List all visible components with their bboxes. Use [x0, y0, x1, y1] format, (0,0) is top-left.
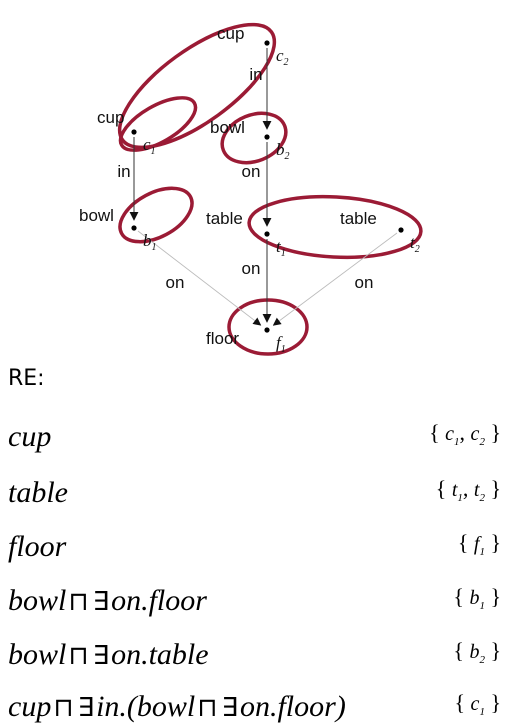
re-expression-token: ∃ [221, 693, 238, 722]
edge-t2-f1 [272, 232, 398, 326]
node-label-c2: cup [217, 24, 244, 43]
node-id-b2: b2 [276, 140, 290, 162]
re-expression: table [8, 478, 68, 508]
re-row: bowl⊓∃on.floor { b1 } [0, 566, 513, 616]
node-dot-c2 [264, 40, 270, 46]
re-expression-token: on.floor) [239, 690, 346, 723]
ellipse-c1 [118, 96, 198, 152]
re-extension-set: { t1, t2 } [435, 476, 501, 504]
re-expression-token: in.(bowl [96, 690, 196, 723]
re-expression-token: ⊓ [68, 587, 89, 616]
node-label-c1: cup [97, 108, 124, 127]
edge-label-t1-f1: on [242, 259, 261, 278]
re-row: cup⊓∃in.(bowl⊓∃on.floor){ c1 } [0, 672, 513, 722]
node-dot-b1 [131, 225, 137, 231]
node-b1: bowl b1 [79, 206, 157, 253]
node-b2: bowl b2 [210, 118, 290, 162]
re-expression-token: on.floor [111, 584, 207, 617]
node-dot-c1 [131, 129, 137, 135]
re-expression-token: ⊓ [68, 641, 89, 670]
re-expression-token: ∃ [92, 641, 110, 670]
re-set-element: t1 [451, 479, 463, 504]
graph-nodes: cup c2 cup c1 bowl b2 bowl b1 table t1 table t2 floo… [79, 24, 420, 355]
node-label-f1: floor [206, 329, 239, 348]
re-set-element: c1 [470, 693, 485, 718]
re-expression-token: on.table [111, 638, 209, 671]
re-set-element: b1 [469, 587, 485, 612]
re-extension-set: { c1, c2 } [429, 420, 501, 448]
edge-label-b2-t1: on [242, 162, 261, 181]
re-extension-set: { b1 } [453, 584, 501, 612]
re-expression: cup⊓∃in.(bowl⊓∃on.floor) [8, 692, 346, 722]
re-extension-set: { c1 } [454, 690, 501, 718]
node-dot-t1 [264, 231, 270, 237]
node-t2: table t2 [340, 209, 420, 255]
scene-graph: in in on on on on cup c2 cup c1 bowl b2 bowl b1 table… [79, 22, 423, 356]
node-id-t2: t2 [410, 233, 420, 255]
re-expression: bowl⊓∃on.table [8, 640, 209, 670]
node-id-t1: t1 [276, 237, 286, 259]
re-expression-token: ⊓ [197, 693, 218, 722]
re-expression-token: floor [8, 530, 67, 563]
re-expression: floor [8, 532, 66, 562]
node-id-f1: f1 [276, 333, 286, 355]
node-id-c1: c1 [143, 135, 156, 157]
re-expression: cup [8, 422, 51, 452]
re-row: floor { f1 } [0, 512, 513, 562]
node-dot-t2 [398, 227, 404, 233]
edge-label-t2-f1: on [355, 273, 374, 292]
re-row: table { t1, t2 } [0, 458, 513, 508]
ellipse-b1 [118, 186, 194, 244]
edge-label-b1-f1: on [166, 273, 185, 292]
node-dot-f1 [264, 327, 270, 333]
graph-edges: in in on on on on [117, 48, 398, 326]
ellipse-c1-c2 [117, 22, 277, 150]
region-ellipses [117, 22, 423, 356]
re-row: cup { c1, c2 } [0, 402, 513, 452]
re-expression-token: bowl [8, 638, 67, 671]
node-label-b2: bowl [210, 118, 245, 137]
node-label-b1: bowl [79, 206, 114, 225]
node-label-t1: table [206, 209, 243, 228]
re-extension-set: { b2 } [453, 638, 501, 666]
re-expression-token: ∃ [77, 693, 95, 722]
re-expression-token: cup [8, 420, 52, 453]
re-extension-set: { f1 } [457, 530, 501, 558]
re-expression-token: table [8, 476, 68, 509]
re-row: bowl⊓∃on.table { b2 } [0, 620, 513, 670]
node-id-b1: b1 [143, 231, 157, 253]
node-c1: cup c1 [97, 108, 156, 157]
node-dot-b2 [264, 134, 270, 140]
re-expression: bowl⊓∃on.floor [8, 586, 207, 616]
node-f1: floor f1 [206, 327, 286, 355]
re-expression-token: ⊓ [53, 693, 74, 722]
edge-b1-f1 [137, 230, 262, 326]
re-set-element: b2 [469, 641, 485, 666]
re-set-element: c2 [470, 423, 485, 448]
node-id-c2: c2 [276, 46, 289, 68]
re-set-element: t2 [473, 479, 485, 504]
edge-label-c1-b1: in [117, 162, 130, 181]
re-title: RE: [8, 366, 45, 391]
re-set-element: f1 [473, 533, 485, 558]
re-expression-token: ∃ [92, 587, 110, 616]
ellipse-t1-t2 [247, 194, 423, 260]
node-t1: table t1 [206, 209, 286, 259]
node-c2: cup c2 [217, 24, 289, 68]
ellipse-f1 [227, 298, 309, 356]
re-expression-token: bowl [8, 584, 67, 617]
re-expression-token: cup [8, 690, 52, 723]
edge-label-c2-b2: in [249, 65, 262, 84]
node-label-t2: table [340, 209, 377, 228]
re-set-element: c1 [445, 423, 460, 448]
ellipse-b2 [220, 111, 288, 165]
